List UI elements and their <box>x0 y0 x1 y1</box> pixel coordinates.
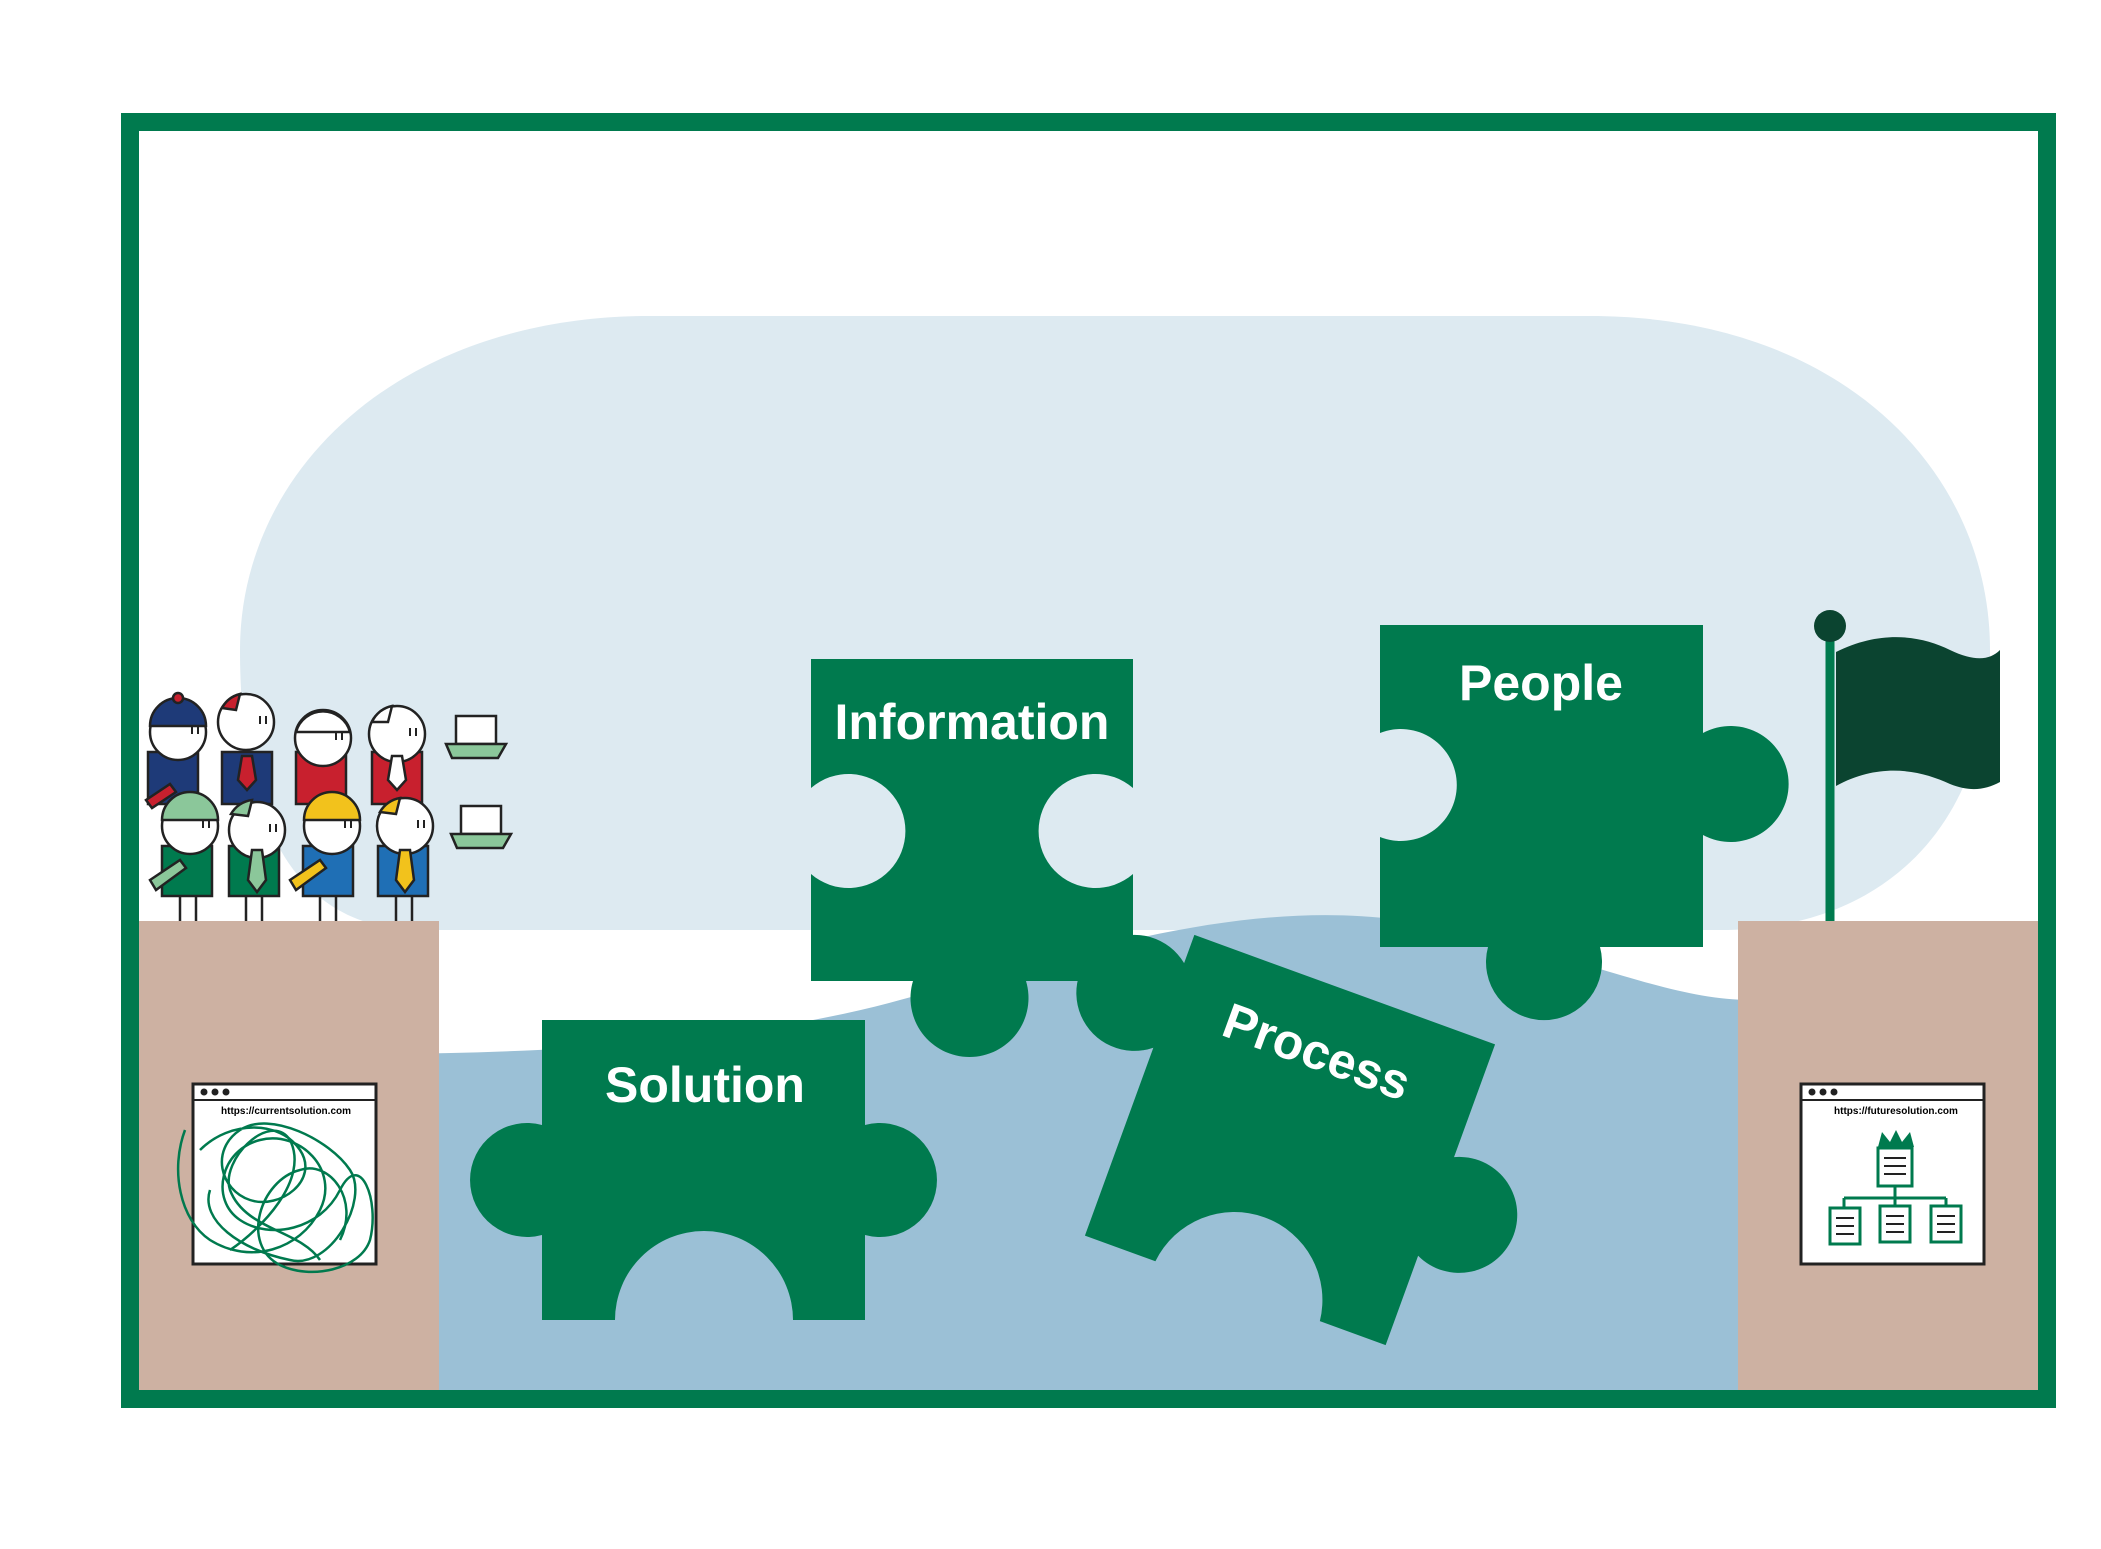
puzzle-piece-process: Process <box>1076 934 1518 1346</box>
piece-label-people: People <box>1459 655 1623 711</box>
piece-label-solution: Solution <box>605 1057 805 1113</box>
tangled-lines-icon <box>176 1122 374 1274</box>
puzzle-piece-information: Information <box>811 659 1133 1057</box>
future-url: https://futuresolution.com <box>1834 1106 1958 1117</box>
future-solution-browser: https://futuresolution.com <box>1799 1082 1986 1266</box>
current-solution-browser: https://currentsolution.com <box>176 1082 378 1274</box>
puzzle-piece-people: People <box>1380 625 1789 1021</box>
team-of-people-icon <box>144 691 514 921</box>
current-url: https://currentsolution.com <box>221 1106 351 1117</box>
goal-flag-icon <box>1814 610 2000 921</box>
piece-label-information: Information <box>835 694 1110 750</box>
org-chart-icon <box>1828 1130 1963 1246</box>
puzzle-piece-solution: Solution <box>470 1020 937 1320</box>
